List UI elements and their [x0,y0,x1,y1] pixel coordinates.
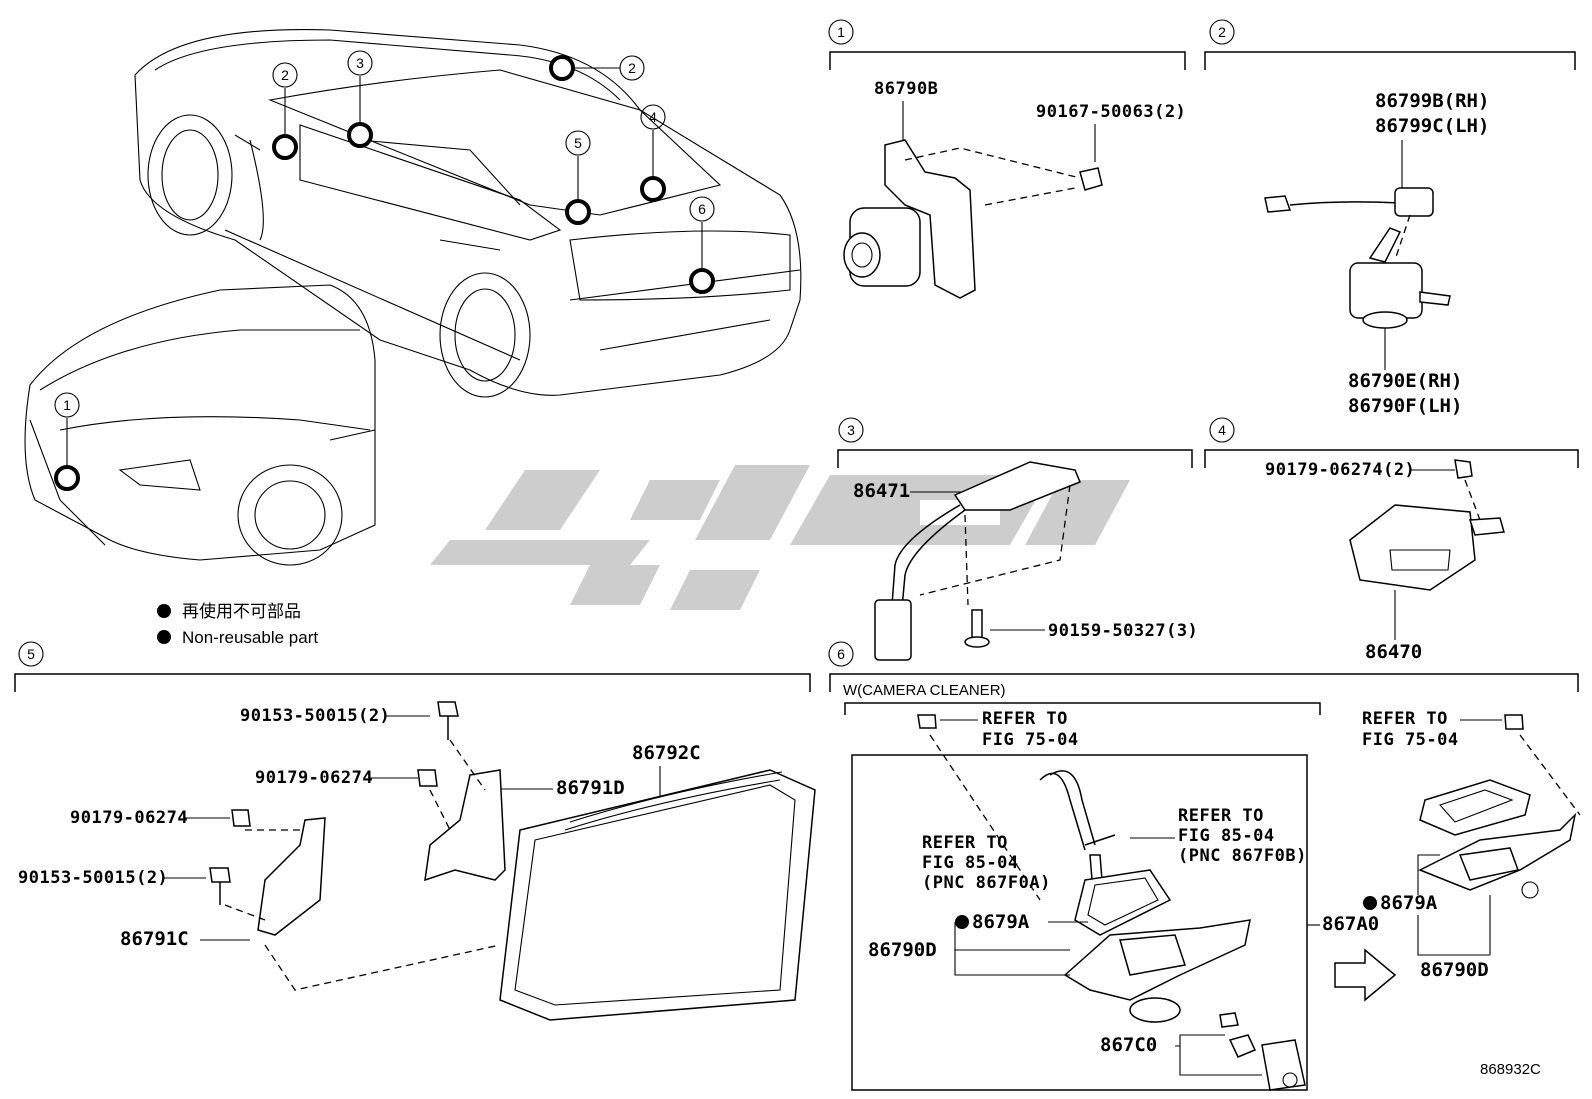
refer-a-line2: FIG 75-04 [982,730,1079,750]
part-86799C-LH: 86799C(LH) [1375,115,1489,137]
legend: 再使用不可部品 Non-reusable part [157,601,318,647]
marker-label-3: 3 [356,55,364,71]
refer-c-line2: FIG 85-04 [1178,826,1275,846]
non-reusable-bullet-icon [1363,896,1377,910]
vehicle-front-illustration [24,284,376,566]
part-8679A-a: 8679A [972,911,1030,933]
refer-b-line1: REFER TO [922,833,1008,853]
part-867A0: 867A0 [1322,913,1379,935]
part-90179-06274-2: 90179-06274(2) [1265,460,1415,480]
refer-d-line1: REFER TO [1362,709,1448,729]
section-4: 4 90179-06274(2) 86470 [1204,417,1579,663]
part-86790D-a: 86790D [868,939,937,961]
svg-text:5: 5 [27,646,35,662]
arrow-right-icon [1334,948,1397,1002]
refer-c-line1: REFER TO [1178,806,1264,826]
part-86790E-RH: 86790E(RH) [1348,370,1462,392]
marker-label-2a: 2 [281,67,289,83]
part-86791C: 86791C [120,928,189,950]
refer-b-line3: (PNC 867F0A) [922,873,1051,893]
part-90159-50327: 90159-50327(3) [1048,621,1198,641]
section-6: 6 W(CAMERA CLEANER) REFER TO FIG 75-04 R… [828,641,1581,1091]
svg-text:2: 2 [1218,24,1226,40]
legend-en: Non-reusable part [182,628,318,647]
part-90179-06274-b: 90179-06274 [70,808,188,828]
part-86791D: 86791D [556,777,625,799]
part-86790B: 86790B [874,79,938,99]
non-reusable-bullet-icon [157,630,171,644]
part-867C0: 867C0 [1100,1034,1157,1056]
vehicle-rear-illustration [134,29,802,398]
marker-label-4: 4 [649,109,657,125]
svg-text:4: 4 [1218,422,1226,438]
non-reusable-bullet-icon [157,604,171,618]
watermark-logo [430,465,1130,610]
part-8679A-b: 8679A [1380,892,1438,914]
marker-label-2b: 2 [628,60,636,76]
legend-jp: 再使用不可部品 [182,601,301,621]
non-reusable-bullet-icon [955,915,969,929]
refer-c-line3: (PNC 867F0B) [1178,846,1307,866]
part-86799B-RH: 86799B(RH) [1375,90,1489,112]
part-86471: 86471 [853,480,910,502]
figure-code: 868932C [1480,1061,1541,1078]
refer-d-line2: FIG 75-04 [1362,730,1459,750]
marker-label-1: 1 [63,397,71,413]
refer-b-line2: FIG 85-04 [922,853,1019,873]
part-86792C: 86792C [632,742,701,764]
part-90153-50015-2-b: 90153-50015(2) [18,868,168,888]
svg-text:1: 1 [837,24,845,40]
part-90179-06274-a: 90179-06274 [255,768,373,788]
part-86790F-LH: 86790F(LH) [1348,395,1462,417]
section-1: 1 86790B 90167-50063(2) [828,19,1186,299]
svg-text:3: 3 [847,422,855,438]
location-markers: 1 2 3 2 4 5 6 [54,50,715,491]
marker-label-6: 6 [698,201,706,217]
part-86470: 86470 [1365,641,1422,663]
variant-label: W(CAMERA CLEANER) [843,682,1006,699]
part-90153-50015-2-a: 90153-50015(2) [240,706,390,726]
section-3: 3 86471 90159-50327(3) [837,417,1198,661]
section-2: 2 86799B(RH) 86799C(LH) 86790E(RH) 86790… [1204,19,1576,417]
part-90167-50063: 90167-50063(2) [1036,102,1186,122]
svg-text:6: 6 [837,646,845,662]
part-86790D-b: 86790D [1420,959,1489,981]
marker-label-5: 5 [574,135,582,151]
section-5: 5 90153-50015(2) 90179-06274 86792C 8679… [14,641,816,1021]
refer-a-line1: REFER TO [982,709,1068,729]
